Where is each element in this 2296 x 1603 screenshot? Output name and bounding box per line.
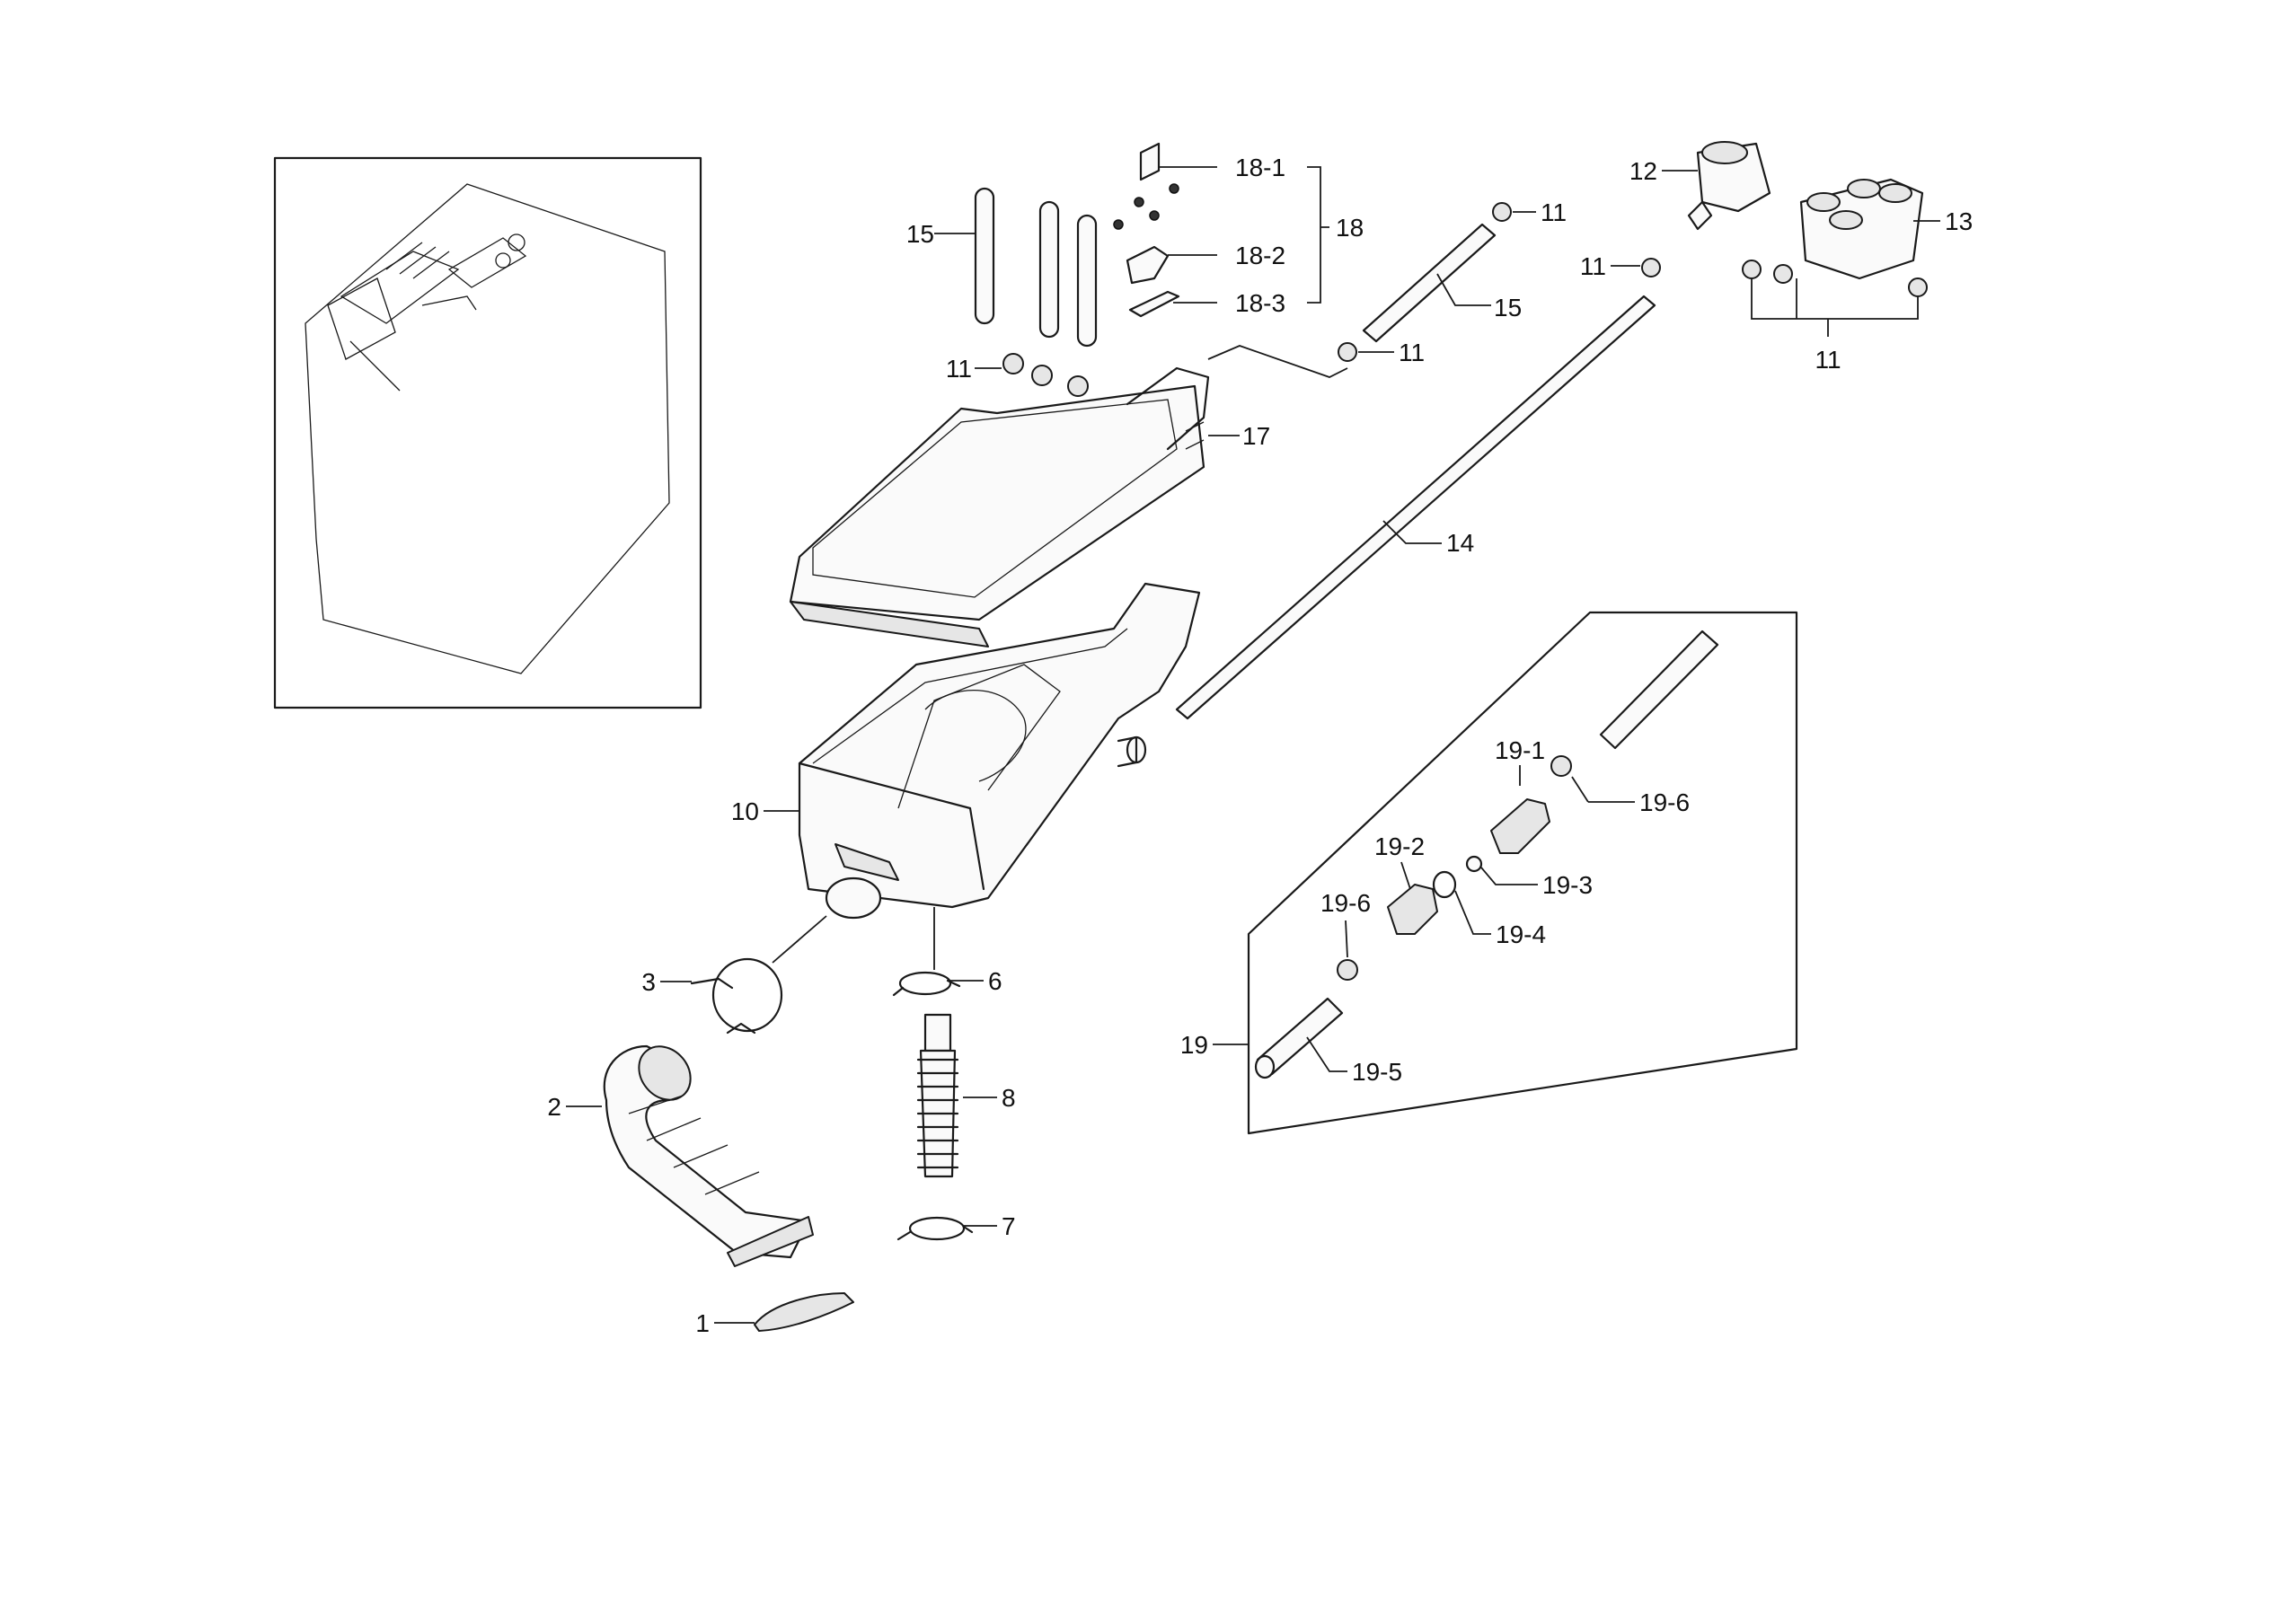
- callout-10: 10: [731, 797, 759, 825]
- callout-14: 14: [1446, 529, 1474, 557]
- part-11-right-clamps: [1207, 202, 1661, 378]
- part-10-dispenser-housing: [798, 582, 1201, 920]
- part-8-corrugated-hose: [916, 1013, 997, 1178]
- callout-19-6a: 19-6: [1639, 788, 1690, 816]
- callout-19-3: 19-3: [1542, 871, 1593, 899]
- overview-assembly-thumbnail: [327, 233, 527, 392]
- callout-19-2: 19-2: [1374, 832, 1425, 860]
- callout-19-1: 19-1: [1495, 736, 1545, 764]
- part-15-hoses: [934, 187, 1098, 348]
- callout-19-6b: 19-6: [1320, 889, 1371, 917]
- callout-17: 17: [1242, 422, 1270, 450]
- overview-inset: [273, 156, 702, 709]
- part-18-assembly: [1113, 142, 1329, 318]
- callout-19: 19: [1180, 1031, 1208, 1059]
- part-1-clip: [714, 1292, 854, 1332]
- callout-11e: 11: [1815, 346, 1841, 374]
- callout-15b: 15: [1494, 294, 1522, 321]
- part-3-ring-clamp: [660, 915, 827, 1035]
- callout-1: 1: [695, 1309, 710, 1337]
- callout-18: 18: [1336, 214, 1364, 242]
- callout-11b: 11: [1541, 198, 1567, 226]
- part-6-hose-clip: [892, 907, 984, 997]
- part-19-kit-box: [1213, 611, 1798, 1135]
- callout-19-4: 19-4: [1496, 920, 1546, 948]
- callout-11c: 11: [1580, 252, 1606, 280]
- callout-8: 8: [1002, 1084, 1016, 1112]
- callout-3: 3: [641, 968, 656, 996]
- callout-18-1: 18-1: [1235, 154, 1285, 181]
- callout-15a: 15: [906, 220, 934, 248]
- part-12-water-valve: [1662, 141, 1771, 231]
- callout-11d: 11: [1399, 339, 1425, 366]
- callout-12: 12: [1629, 157, 1657, 185]
- part-14-pipe: [1175, 295, 1656, 720]
- callout-13: 13: [1945, 207, 1973, 235]
- part-11-clamps-group: [975, 353, 1089, 397]
- callout-18-3: 18-3: [1235, 289, 1285, 317]
- callout-6: 6: [988, 967, 1002, 995]
- part-13-water-valve-assembly: [1742, 178, 1940, 337]
- dispenser-top-cover: [789, 366, 1240, 647]
- callout-7: 7: [1002, 1212, 1016, 1240]
- callout-11a: 11: [946, 355, 972, 383]
- callout-labels: 15 11 18-1 18-2 18-3 18 17 11 11 15 11 1…: [547, 154, 1973, 1337]
- part-2-bellows-hose: [566, 1044, 814, 1267]
- part-15-right-hose: [1362, 223, 1497, 343]
- callout-18-2: 18-2: [1235, 242, 1285, 269]
- part-7-hose-clip: [896, 1216, 997, 1241]
- callout-2: 2: [547, 1093, 561, 1121]
- callout-19-5: 19-5: [1352, 1058, 1402, 1086]
